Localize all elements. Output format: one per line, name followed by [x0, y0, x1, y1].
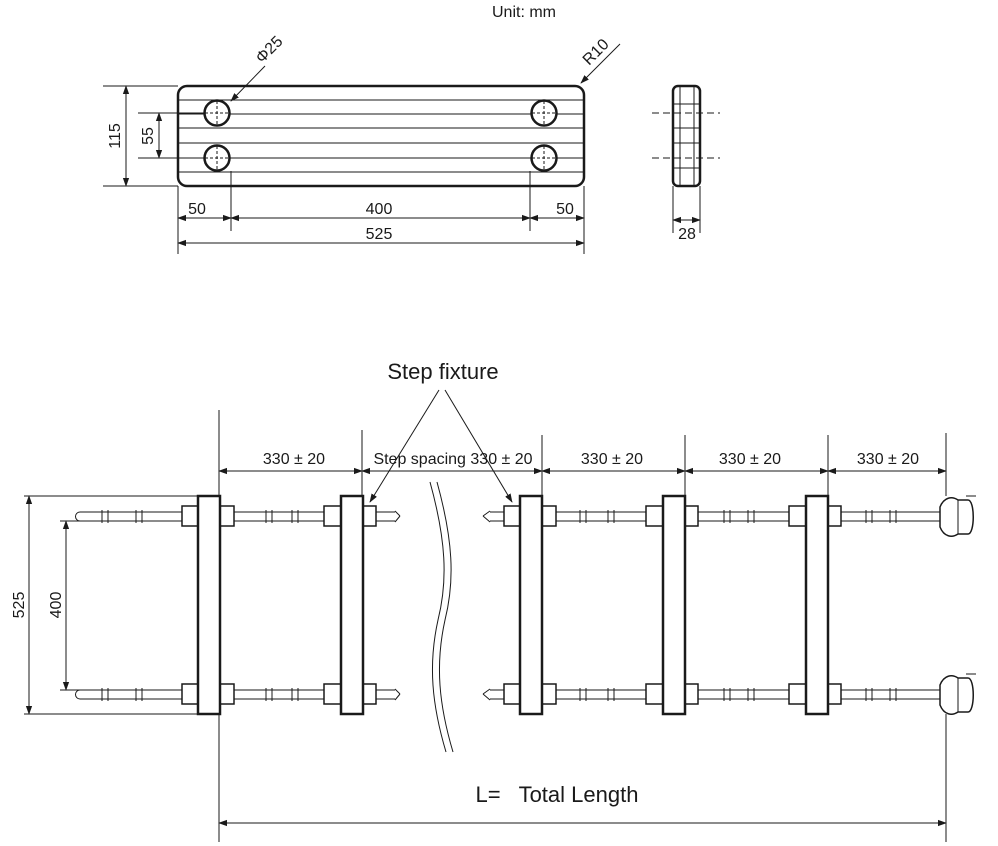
step-fixture-leader-right	[444, 389, 513, 503]
step-board	[339, 494, 365, 716]
spacing-extension-lines	[218, 410, 947, 498]
thickness-dim-label: 28	[678, 226, 696, 243]
total-width-dim-label: 525	[366, 226, 393, 243]
overall-width-label: 525	[11, 592, 28, 619]
step-3	[503, 494, 557, 716]
shackle-top	[939, 495, 976, 537]
shackle-bottom	[939, 673, 976, 715]
rope-spacing-label: 400	[48, 592, 65, 619]
step-4	[645, 494, 699, 716]
step-fixture-label: Step fixture	[387, 359, 498, 384]
step-board	[196, 494, 222, 716]
step-1	[181, 494, 235, 716]
hole-dia-leader	[230, 65, 266, 102]
spacing-4-label: 330 ± 20	[719, 451, 781, 468]
hole-v-dim-label: 55	[140, 127, 157, 145]
hole-h-dim-label: 400	[366, 201, 393, 218]
unit-label: Unit: mm	[492, 4, 556, 21]
step-side-view: 28	[652, 84, 720, 243]
step-board-outline	[176, 84, 586, 188]
rope-top-right	[482, 510, 940, 523]
step-plan-view: Φ25 R10 115 55 50 400 50 525	[103, 33, 621, 254]
hole-dia-label: Φ25	[253, 33, 287, 67]
edge-right-dim-label: 50	[556, 201, 574, 218]
step-board	[518, 494, 544, 716]
edge-left-dim-label: 50	[188, 201, 206, 218]
step-board	[804, 494, 830, 716]
step-grooves	[178, 99, 584, 173]
step-side-outline	[671, 84, 702, 188]
step-holes	[203, 99, 558, 172]
step-board	[661, 494, 687, 716]
spacing-2-label: Step spacing 330 ± 20	[373, 451, 532, 468]
total-length-label: L= Total Length	[476, 782, 639, 807]
spacing-5-label: 330 ± 20	[857, 451, 919, 468]
step-2	[323, 494, 377, 716]
height-dim-label: 115	[107, 123, 124, 149]
spacing-1-label: 330 ± 20	[263, 451, 325, 468]
step-fixture-leader-left	[369, 389, 440, 503]
spacing-3-label: 330 ± 20	[581, 451, 643, 468]
corner-radius-label: R10	[580, 36, 613, 69]
corner-radius-leader	[580, 43, 621, 84]
break-symbol	[429, 481, 454, 753]
ladder-elevation: Step fixture 330 ± 20 Step spacing 330 ±…	[11, 359, 976, 842]
rope-bottom-right	[482, 688, 940, 701]
step-5	[788, 494, 842, 716]
